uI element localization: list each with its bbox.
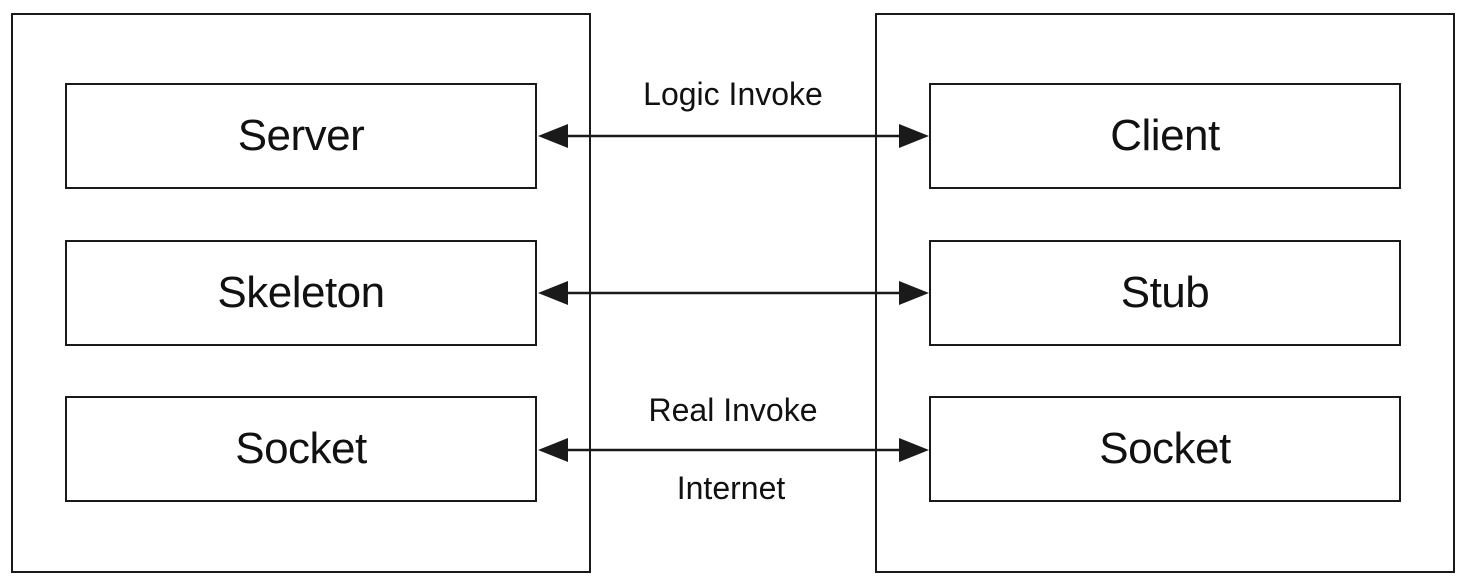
skeleton-label: Skeleton xyxy=(217,268,385,317)
logic-invoke-label: Logic Invoke xyxy=(643,76,823,112)
skeleton-stub-arrow xyxy=(538,281,929,305)
skeleton-box: Skeleton xyxy=(65,240,537,346)
internet-label: Internet xyxy=(676,470,786,506)
server-socket-box: Socket xyxy=(65,396,537,502)
client-socket-box: Socket xyxy=(929,396,1401,502)
server-box: Server xyxy=(65,83,537,189)
client-box: Client xyxy=(929,83,1401,189)
real-invoke-label: Real Invoke xyxy=(648,392,818,428)
client-socket-label: Socket xyxy=(1099,424,1231,473)
logic-invoke-arrow xyxy=(538,124,929,148)
server-label: Server xyxy=(237,111,365,160)
stub-label: Stub xyxy=(1120,268,1210,317)
stub-box: Stub xyxy=(929,240,1401,346)
server-socket-label: Socket xyxy=(235,424,367,473)
client-label: Client xyxy=(1110,111,1220,160)
real-invoke-arrow xyxy=(538,438,929,462)
